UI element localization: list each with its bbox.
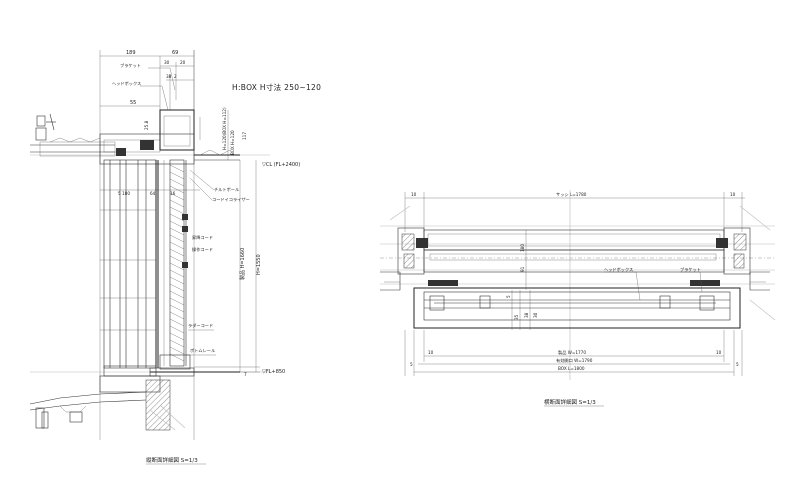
label-cord-equalizer: コードイコライザー bbox=[212, 197, 250, 203]
dim-2: 2 bbox=[174, 74, 177, 79]
dim-product-w: 製品 W=1770 bbox=[558, 349, 586, 356]
dim-10-right: 10 bbox=[730, 192, 736, 197]
dim-180-h: 180 bbox=[520, 244, 525, 252]
dim-38-h: 38 bbox=[524, 312, 529, 318]
dim-30: 30 bbox=[164, 60, 170, 65]
dim-10-br: 10 bbox=[716, 350, 722, 355]
dim-55: 55 bbox=[130, 100, 136, 106]
dim-5-h: 5 bbox=[506, 295, 511, 298]
fl-level: ▽FL+850 bbox=[262, 369, 285, 375]
dim-25-8: 25.8 bbox=[144, 120, 149, 130]
vertical-section-caption: 縦断面詳細図 S=1/3 bbox=[146, 456, 198, 464]
label-bracket-h: ブラケット bbox=[680, 266, 701, 273]
wall-hatch bbox=[145, 379, 171, 431]
label-bracket: ブラケット bbox=[120, 62, 141, 69]
dim-30-h: 30 bbox=[533, 312, 538, 318]
dim-189: 189 bbox=[126, 50, 136, 56]
label-headbox-h: ヘッドボックス bbox=[604, 266, 633, 273]
label-tilt-pole: チルトポール bbox=[214, 186, 239, 192]
dim-box-h120: BOX H=120 bbox=[230, 130, 235, 155]
horizontal-section-caption: 横断面詳細図 S=1/3 bbox=[544, 398, 596, 406]
dim-91: 91 bbox=[520, 266, 525, 272]
cl-level: ▽CL (FL+2400) bbox=[262, 162, 300, 168]
dim-5: 5 bbox=[118, 191, 121, 196]
dim-20: 20 bbox=[180, 60, 186, 65]
dim-117: 117 bbox=[242, 132, 247, 140]
dim-box-l: BOX L=1800 bbox=[558, 366, 585, 371]
dim-35: 35 bbox=[514, 314, 519, 320]
dim-10-left: 10 bbox=[411, 192, 417, 197]
dim-7: 7 bbox=[244, 372, 247, 377]
dim-opening-w: 有効開口 W=1790 bbox=[556, 357, 593, 364]
vertical-section-drawing: 189 69 30 20 38 2 55 5 180 64 16 25.8 ブラ… bbox=[29, 50, 321, 465]
dim-box-h120-side: H=120(BOX H=112) bbox=[222, 107, 227, 150]
dim-5-br: 5 bbox=[736, 362, 739, 367]
dim-64: 64 bbox=[150, 191, 156, 196]
dim-h1660: 製品 H=1660 bbox=[239, 248, 246, 280]
label-operation-cord: 操作コード bbox=[192, 246, 213, 253]
dim-16: 16 bbox=[170, 191, 176, 196]
dim-10-bl: 10 bbox=[428, 350, 434, 355]
dim-5-bl: 5 bbox=[410, 362, 413, 367]
box-height-title: H:BOX H寸法 250~120 bbox=[232, 82, 321, 92]
label-bottom-rail: ボトムレール bbox=[190, 347, 215, 353]
dim-38: 38 bbox=[166, 74, 172, 79]
dim-69: 69 bbox=[172, 50, 178, 56]
label-headbox: ヘッドボックス bbox=[112, 80, 141, 87]
label-lift-cord: 昇降コード bbox=[192, 234, 213, 241]
dim-h1550: H=1550 bbox=[256, 254, 262, 275]
horizontal-section-drawing: 10 10 サッシ L=1780 bbox=[380, 190, 776, 407]
dim-sash: サッシ L=1780 bbox=[556, 192, 587, 198]
label-ladder-cord: ラダーコード bbox=[188, 322, 213, 329]
